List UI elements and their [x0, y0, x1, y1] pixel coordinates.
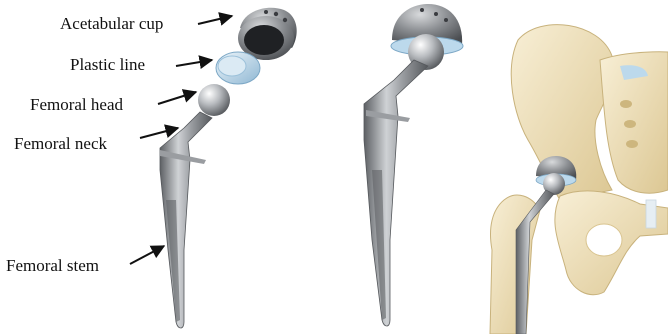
- label-femoral-head: Femoral head: [30, 95, 123, 114]
- plastic-liner-shape: [216, 52, 260, 84]
- arrow-femoral-head: [158, 92, 196, 104]
- label-femoral-stem: Femoral stem: [6, 256, 99, 275]
- label-plastic-liner: Plastic line: [70, 55, 145, 74]
- arrow-plastic-liner: [176, 60, 212, 66]
- arrow-femoral-stem: [130, 246, 164, 264]
- pelvis-illustration: [490, 25, 668, 334]
- femoral-head-shape: [198, 84, 230, 116]
- assembled-implant: [364, 4, 463, 326]
- arrow-femoral-neck: [140, 128, 178, 138]
- acetabular-cup-shape: [238, 8, 297, 60]
- exploded-implant: [160, 8, 297, 328]
- label-femoral-neck: Femoral neck: [14, 134, 107, 153]
- arrow-acetabular-cup: [198, 16, 232, 24]
- label-acetabular-cup: Acetabular cup: [60, 14, 163, 33]
